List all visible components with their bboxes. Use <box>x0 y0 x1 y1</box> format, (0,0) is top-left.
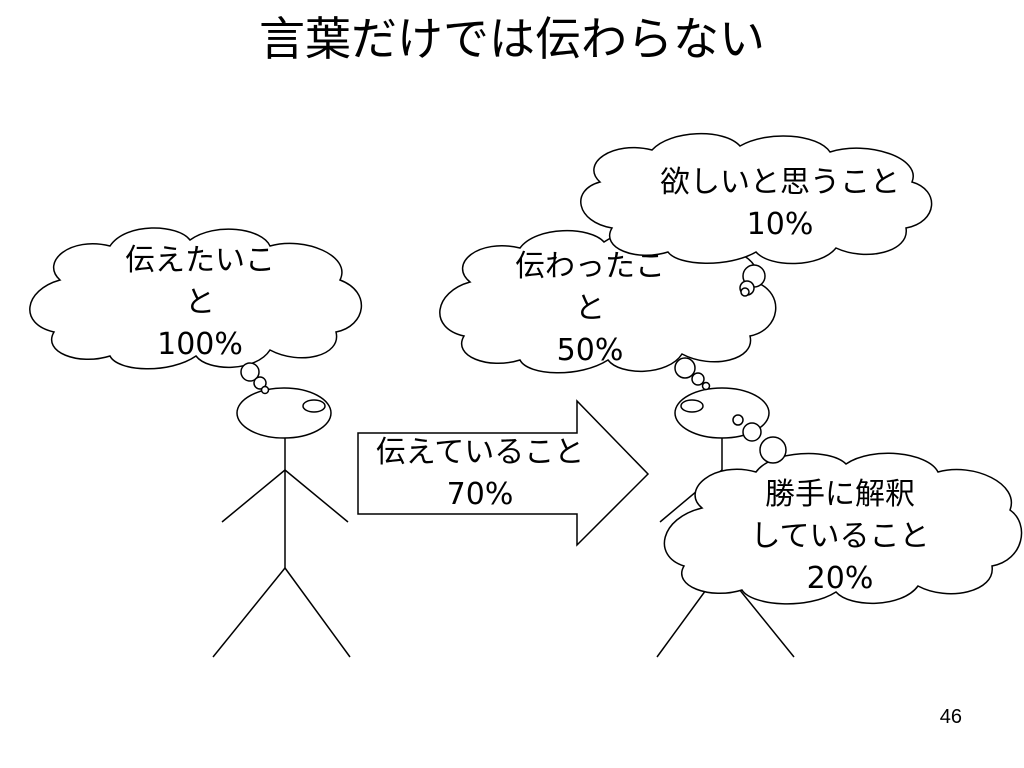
wish-bubble-text: 欲しいと思うこと 10% <box>620 162 940 246</box>
sender-figure <box>212 387 351 658</box>
sender-bubble-text: 伝えたいこ と 100% <box>60 240 340 366</box>
arrow-shape <box>357 399 650 547</box>
arrow-percent: 70% <box>446 477 514 512</box>
sender-bubble-line1: 伝えたいこ <box>125 243 275 278</box>
received-bubble-text: 伝わったこ と 50% <box>460 246 720 372</box>
cloud-sender <box>29 227 362 395</box>
received-bubble-line2: と <box>575 291 605 326</box>
sender-head <box>236 387 332 439</box>
interpret-bubble-text: 勝手に解釈 していること 20% <box>700 474 980 600</box>
receiver-eye <box>680 399 704 413</box>
arrow-line1: 伝えていること <box>375 435 585 470</box>
received-bubble-percent: 50% <box>556 333 624 368</box>
interpret-bubble-percent: 20% <box>806 561 874 596</box>
interpret-bubble-line1: 勝手に解釈 <box>765 477 915 512</box>
sender-bubble-percent: 100% <box>157 327 243 362</box>
sender-eye <box>302 399 326 413</box>
slide-title: 言葉だけでは伝わらない <box>259 12 765 66</box>
cloud-received <box>439 229 777 391</box>
wish-bubble-percent: 10% <box>746 207 814 242</box>
page-number: 46 <box>939 706 962 728</box>
cloud-wish <box>580 132 933 297</box>
arrow-text: 伝えていること 70% <box>350 432 610 516</box>
cloud-interpret <box>663 414 1023 605</box>
sender-bubble-line2: と <box>185 285 215 320</box>
received-bubble-line1: 伝わったこ <box>515 249 665 284</box>
interpret-bubble-line2: していること <box>750 519 930 554</box>
wish-bubble-line1: 欲しいと思うこと <box>660 165 900 200</box>
